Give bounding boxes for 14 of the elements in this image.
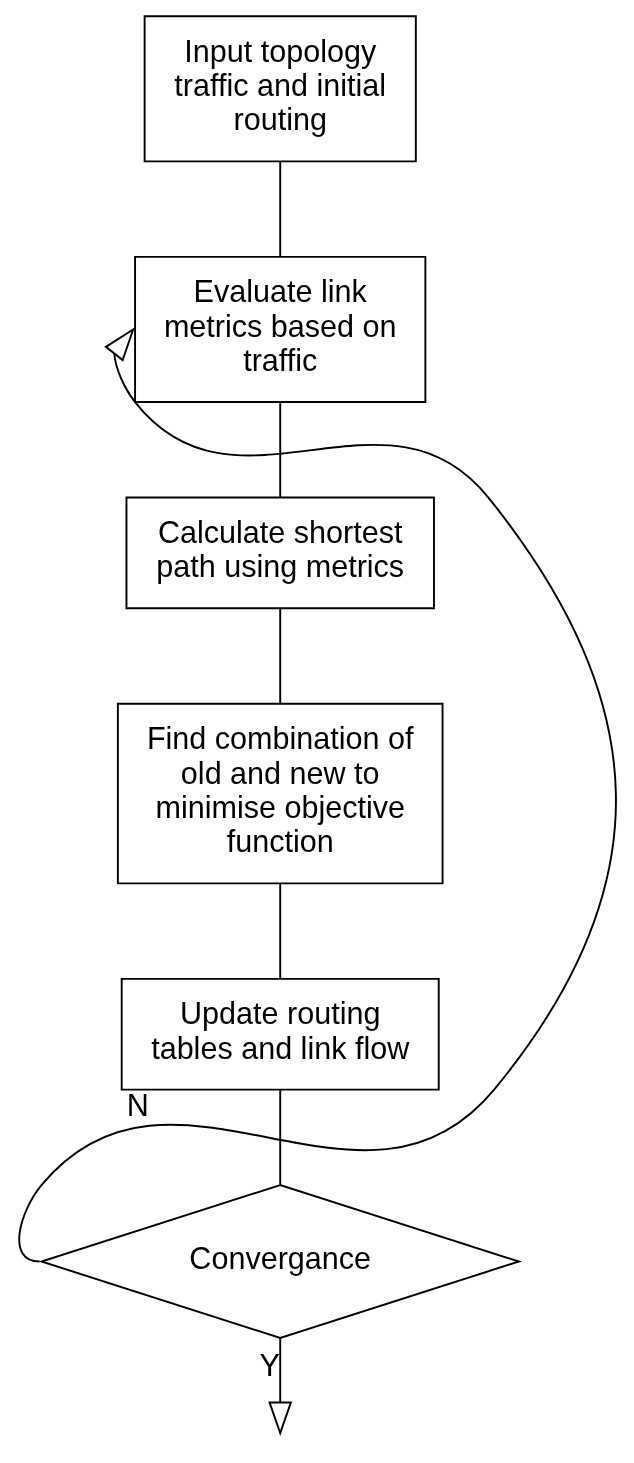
connector (278, 1088, 281, 1186)
node-box: Calculate shortest path using metrics (125, 496, 435, 610)
connector (278, 401, 281, 499)
connector (278, 607, 281, 705)
edge-label: Y (259, 1347, 280, 1382)
node-box: Find combination of old and new to minimise objective function (116, 702, 443, 885)
arrow (267, 1337, 292, 1436)
node-box: Evaluate link metrics based on traffic (133, 255, 426, 403)
connector (278, 160, 281, 258)
arrow (17, 327, 617, 1263)
node-box: Input topology traffic and initial routing (143, 15, 417, 163)
connector (278, 882, 281, 980)
node-diamond: Convergance (37, 1184, 522, 1339)
node-box: Update routing tables and link flow (120, 977, 440, 1091)
